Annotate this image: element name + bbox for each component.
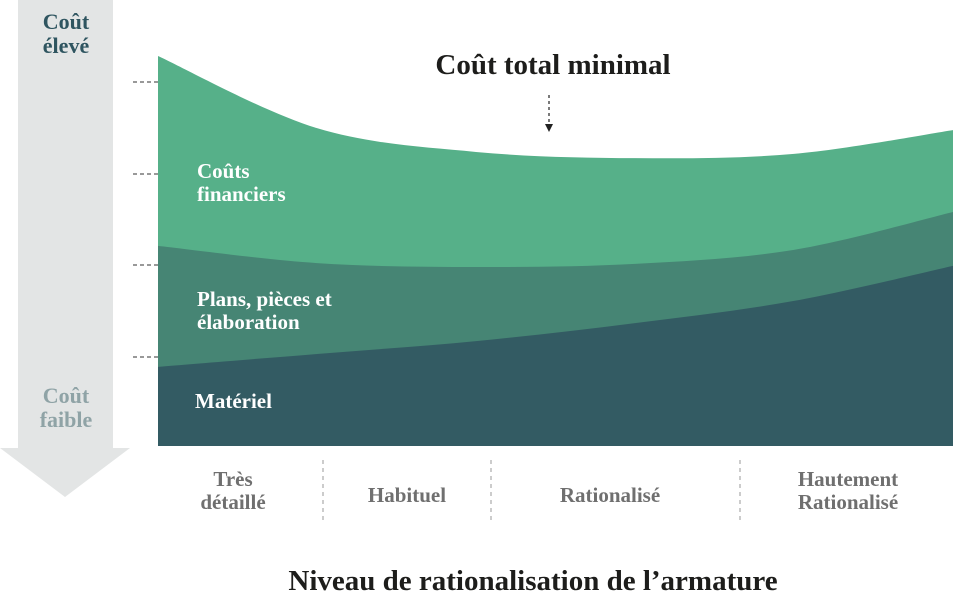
category-line: Rationalisé: [797, 490, 899, 515]
category-tres-detaille: Très détaillé: [200, 467, 266, 515]
chart-title: Coût total minimal: [435, 49, 671, 81]
category-line: Habituel: [367, 483, 447, 507]
high-cost-line-1: Coût: [42, 9, 90, 34]
category-line: détaillé: [200, 490, 266, 515]
minimum-cost-arrowhead: [545, 124, 553, 132]
low-cost-line-2: faible: [39, 407, 93, 433]
series-label-materiel: Matériel: [195, 389, 272, 413]
series-label-line: financiers: [197, 182, 286, 207]
high-cost-line-2: élevé: [42, 33, 90, 59]
category-hautement-rationalise: Hautement Rationalisé: [797, 467, 899, 515]
series-label-line: Coûts: [197, 159, 250, 183]
category-line: Hautement: [797, 467, 899, 491]
cost-arrow: [0, 0, 130, 497]
area-matériel: [158, 265, 953, 446]
x-axis-title: Niveau de rationalisation de l’armature: [288, 565, 778, 597]
series-label-line: Plans, pièces et: [197, 287, 332, 311]
category-line: Rationalisé: [559, 483, 661, 507]
series-label-line: élaboration: [197, 310, 300, 335]
series-label-plans: Plans, pièces et élaboration: [197, 287, 332, 335]
category-rationalise: Rationalisé: [559, 483, 661, 507]
low-cost-label: Coût faible: [32, 383, 100, 433]
category-line: Très: [213, 467, 253, 491]
series-label-line: Matériel: [195, 389, 272, 413]
high-cost-label: Coût élevé: [40, 9, 92, 59]
category-habituel: Habituel: [367, 483, 447, 507]
series-label-financiers: Coûts financiers: [197, 159, 286, 207]
low-cost-line-1: Coût: [42, 383, 90, 408]
